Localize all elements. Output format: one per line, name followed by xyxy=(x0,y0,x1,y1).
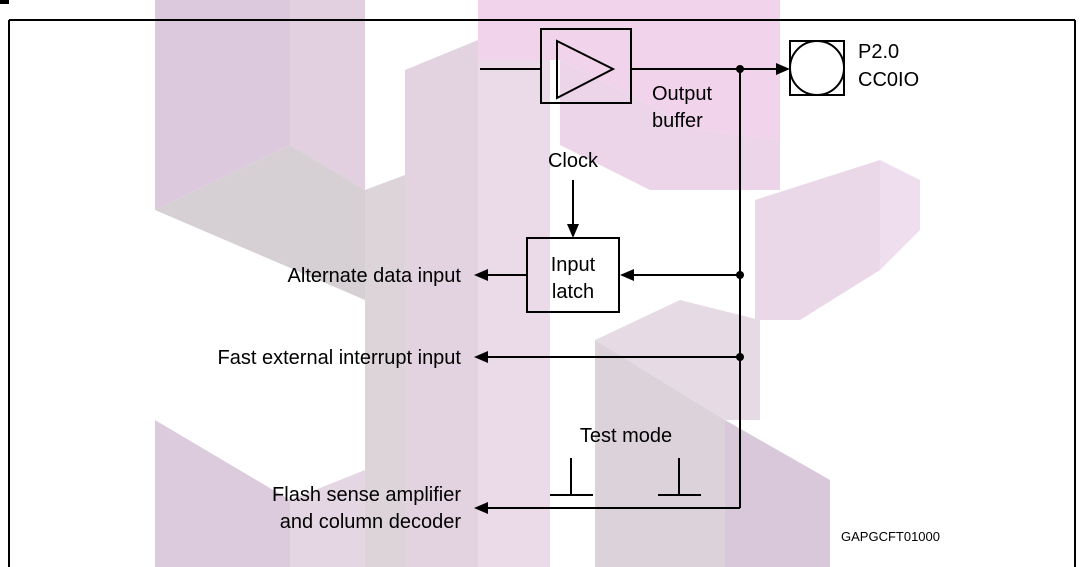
pin-circle-icon xyxy=(789,40,845,96)
output-buffer-label-line-1: Output xyxy=(652,83,712,105)
figure-caption-mark xyxy=(0,0,9,4)
pin-arrow-icon xyxy=(776,63,790,75)
flash-sense-label-line-1: Flash sense amplifier xyxy=(272,484,461,506)
clock-label: Clock xyxy=(548,150,599,172)
output-buffer-box xyxy=(540,28,632,104)
clock-arrow-icon xyxy=(567,224,579,238)
alternate-data-arrow-icon xyxy=(474,269,488,281)
input-latch-label-line-2: latch xyxy=(552,281,594,303)
figure-code-label: GAPGCFT01000 xyxy=(841,529,940,544)
fast-interrupt-arrow-icon xyxy=(474,351,488,363)
alternate-data-input-label: Alternate data input xyxy=(288,265,462,287)
flash-sense-arrow-icon xyxy=(474,502,488,514)
input-latch-label-line-1: Input xyxy=(551,254,596,276)
junction-dot-output xyxy=(736,65,744,73)
pin-name-label: P2.0 xyxy=(858,41,899,63)
latch-input-arrow-icon xyxy=(620,269,634,281)
output-buffer-label-line-2: buffer xyxy=(652,110,703,132)
watermark-logo xyxy=(155,0,920,567)
flash-sense-label-line-2: and column decoder xyxy=(280,511,462,533)
pin-function-label: CC0IO xyxy=(858,69,919,91)
buffer-triangle-icon xyxy=(556,39,616,100)
fast-interrupt-label: Fast external interrupt input xyxy=(218,347,462,369)
test-mode-label: Test mode xyxy=(580,425,672,447)
